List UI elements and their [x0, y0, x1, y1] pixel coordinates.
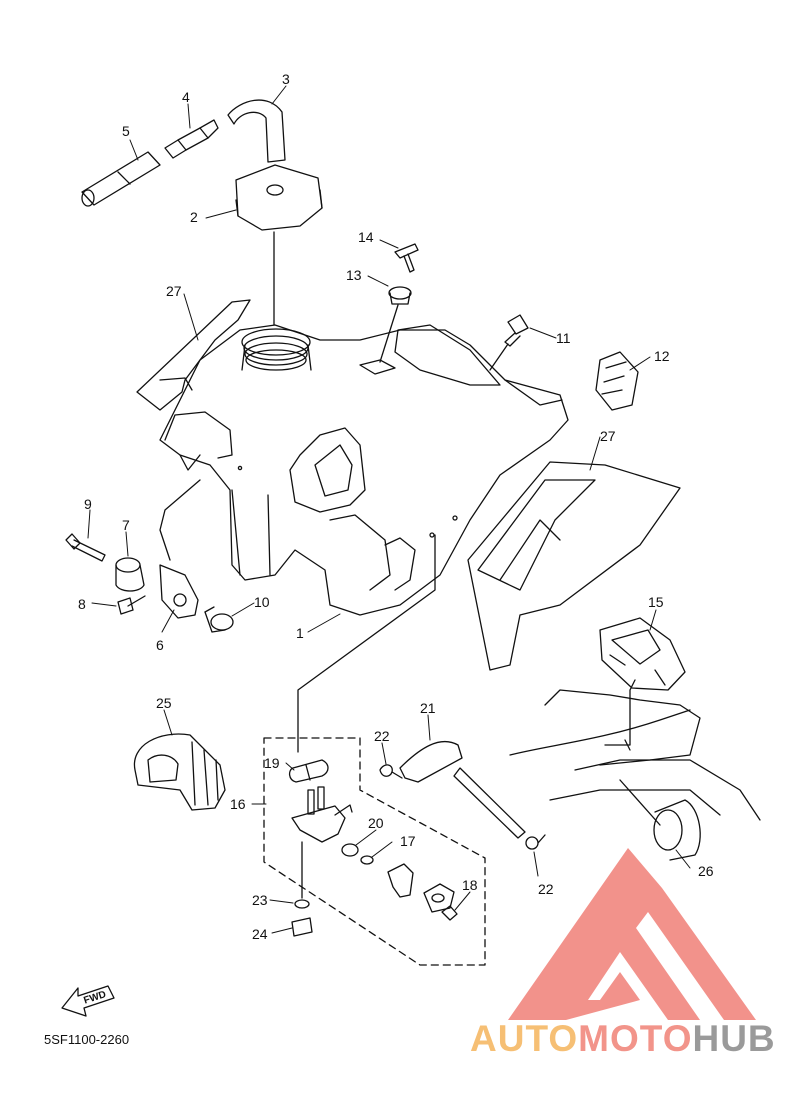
watermark-brand: AUTOMOTOHUB — [470, 1018, 776, 1060]
callout-14: 14 — [358, 229, 374, 245]
side-cover-left — [136, 299, 251, 411]
breather-hose — [227, 99, 286, 163]
bracket-15 — [599, 617, 686, 691]
diagram-part-code: 5SF1100-2260 — [44, 1032, 130, 1047]
bolt-11 — [489, 314, 529, 371]
screw-18 — [441, 905, 458, 921]
fuel-tank — [159, 324, 569, 616]
callout-22-top: 22 — [374, 728, 390, 744]
callout-16: 16 — [230, 796, 246, 812]
callout-13: 13 — [346, 267, 362, 283]
brand-part3: HUB — [692, 1018, 776, 1059]
callout-3: 3 — [282, 71, 290, 87]
callout-27-right: 27 — [600, 428, 616, 444]
collar-10 — [204, 606, 234, 633]
clip-22b — [525, 834, 546, 850]
hose-21 — [399, 740, 526, 839]
callout-26: 26 — [698, 863, 714, 879]
damper-7 — [115, 557, 145, 592]
fwd-arrow: FWD — [61, 985, 115, 1017]
o-ring-17 — [360, 855, 374, 865]
callout-17: 17 — [400, 833, 416, 849]
mount-bolt-9 — [65, 533, 106, 562]
callout-labels: 3 4 5 2 14 13 27 11 12 27 9 7 8 10 6 1 1… — [78, 71, 714, 942]
callout-5: 5 — [122, 123, 130, 139]
fuel-cock-16 — [263, 737, 486, 966]
callout-25: 25 — [156, 695, 172, 711]
guard-25 — [133, 733, 226, 811]
callout-6: 6 — [156, 637, 164, 653]
callout-19: 19 — [264, 755, 280, 771]
fuel-cap — [235, 164, 323, 326]
callout-1: 1 — [296, 625, 304, 641]
check-valve — [164, 119, 219, 159]
callout-2: 2 — [190, 209, 198, 225]
bolt-14 — [394, 243, 419, 273]
watermark-logo — [508, 848, 756, 1020]
clip-22a — [379, 764, 403, 779]
callout-7: 7 — [122, 517, 130, 533]
lever-plate — [387, 863, 414, 898]
connection-lines — [297, 534, 636, 753]
drain-bolt-24 — [291, 917, 313, 937]
breather-tube — [81, 151, 161, 207]
bracket-6 — [159, 479, 201, 619]
callout-20: 20 — [368, 815, 384, 831]
brand-part2: MOTO — [578, 1018, 693, 1059]
clip-12 — [595, 351, 639, 411]
callout-11: 11 — [556, 330, 571, 346]
clamp-26 — [653, 799, 701, 861]
callout-8: 8 — [78, 596, 86, 612]
callout-4: 4 — [182, 89, 190, 105]
callout-24: 24 — [252, 926, 268, 942]
callout-10: 10 — [254, 594, 270, 610]
callout-21: 21 — [420, 700, 436, 716]
callout-15: 15 — [648, 594, 664, 610]
callout-23: 23 — [252, 892, 268, 908]
grommet-13 — [379, 286, 412, 363]
filter-19 — [288, 759, 329, 783]
callout-18: 18 — [462, 877, 478, 893]
callout-9: 9 — [84, 496, 92, 512]
plate — [423, 883, 455, 913]
o-ring-20 — [341, 843, 359, 857]
bolt-8 — [117, 595, 146, 615]
callout-leaders — [87, 85, 691, 934]
side-cover-right — [467, 461, 681, 671]
brand-part1: AUTO — [470, 1018, 579, 1059]
frame — [509, 689, 761, 826]
washer-23 — [294, 841, 310, 909]
callout-27-left: 27 — [166, 283, 182, 299]
callout-22-bottom: 22 — [538, 881, 554, 897]
callout-12: 12 — [654, 348, 670, 364]
